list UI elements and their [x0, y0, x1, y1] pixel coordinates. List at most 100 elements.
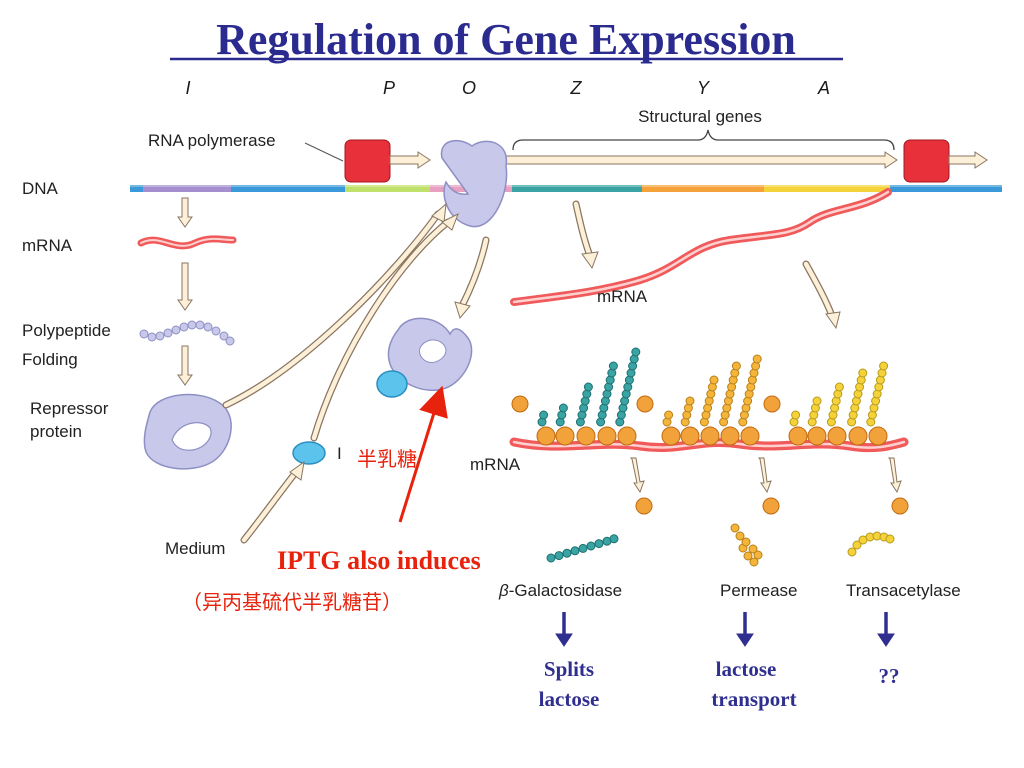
ribosome: [576, 426, 596, 446]
mrna-label-translation: mRNA: [470, 455, 521, 474]
chain-bead: [752, 354, 762, 364]
ribosome: [720, 426, 740, 446]
released-inducer: [376, 370, 408, 398]
gene-letter-z: Z: [570, 78, 583, 98]
ribosome: [827, 426, 847, 446]
transacetylase-bead: [885, 534, 895, 544]
polypeptide-label: Polypeptide: [22, 321, 111, 340]
ribosomes: [511, 395, 888, 446]
iptg-label: IPTG also induces: [277, 546, 481, 575]
arrow-operator-to-released-fill: [459, 237, 489, 309]
galactose-arrow: [398, 385, 448, 523]
free-ribosome-y: [762, 497, 780, 515]
chain-bead: [812, 396, 822, 406]
chain-bead: [558, 403, 568, 413]
ribosome: [661, 426, 681, 446]
mrna-label-left: mRNA: [22, 236, 73, 255]
mrna-strand-structural: [510, 188, 892, 306]
rna-polymerase-block-end: [903, 139, 950, 183]
rna-polymerase-leader: [304, 142, 344, 162]
finished-proteins: [546, 523, 895, 567]
permease-bead: [743, 551, 753, 561]
galactosidase-text: -Galactosidase: [509, 581, 622, 600]
galactosidase-bead: [586, 541, 596, 551]
chain-bead: [608, 361, 618, 371]
arrow-mrna-to-translation-head: [825, 311, 841, 330]
ribosome: [868, 426, 888, 446]
incoming-ribosome: [763, 395, 781, 413]
ribosome: [788, 426, 808, 446]
permease-bead: [749, 557, 759, 567]
ribosome: [555, 426, 575, 446]
mrna-strand-structural-highlight: [512, 190, 890, 304]
transport-label-2: transport: [711, 687, 796, 711]
rna-polymerase-label: RNA polymerase: [148, 131, 276, 150]
repressor-label-2: protein: [30, 422, 82, 441]
structural-genes-label: Structural genes: [638, 107, 762, 126]
gene-letter-p: P: [383, 78, 395, 98]
free-ribosome-a: [891, 497, 909, 515]
arrow-medium-to-inducer-fill: [241, 469, 299, 543]
repressor-on-operator: [440, 139, 508, 228]
chain-bead: [631, 347, 641, 357]
repressor-protein: [143, 393, 232, 470]
release-arrows: [629, 457, 902, 494]
inducer-molecule: [292, 441, 326, 465]
gene-letter-i: I: [185, 78, 190, 98]
beta-symbol: β: [498, 581, 509, 600]
arrow-dna-to-mrna-z-fill: [573, 201, 593, 259]
permease-bead: [753, 550, 763, 560]
chain-bead: [583, 382, 593, 392]
structural-genes-bracket: [512, 129, 895, 151]
iptg-chinese-label: （异丙基硫代半乳糖苷）: [182, 591, 402, 614]
transcription-arrow-structural: [504, 151, 898, 169]
arrow-dna-to-mrna-z-head: [581, 251, 599, 270]
arrow-polypeptide-to-repressor: [177, 345, 193, 386]
incoming-ribosome: [511, 395, 529, 413]
ribosome: [740, 426, 760, 446]
arrow-mrna-to-translation-fill: [803, 261, 835, 319]
folding-label: Folding: [22, 350, 78, 369]
repressor-label-1: Repressor: [30, 399, 109, 418]
ribosome: [807, 426, 827, 446]
chain-bead: [731, 361, 741, 371]
galactosidase-label: β-Galactosidase: [498, 581, 622, 600]
galactose-label: 半乳糖: [357, 448, 417, 471]
incoming-ribosome: [636, 395, 654, 413]
chain-bead: [709, 375, 719, 385]
permease-label: Permease: [720, 581, 797, 600]
arrow-mrna-to-polypeptide: [177, 262, 193, 311]
permease-bead: [748, 544, 758, 554]
galactosidase-bead: [578, 543, 588, 553]
dna-label: DNA: [22, 179, 59, 198]
ribosome: [597, 426, 617, 446]
transcription-arrow-blocked: [389, 151, 431, 169]
ribosome: [680, 426, 700, 446]
inducer-label: I: [337, 444, 342, 463]
arrow-operator-to-released-head: [454, 301, 471, 320]
galactosidase-bead: [562, 548, 572, 558]
page-title: Regulation of Gene Expression: [216, 15, 796, 64]
polypeptide-chain: [139, 320, 235, 346]
dna-strand: [130, 185, 1002, 192]
transacetylase-bead: [847, 547, 857, 557]
arrow-repressor-to-operator-head: [431, 202, 447, 223]
chain-bead: [539, 410, 549, 420]
chain-bead: [879, 361, 889, 371]
gene-letter-y: Y: [697, 78, 711, 98]
released-repressor: [387, 317, 473, 392]
transacetylase-label: Transacetylase: [846, 581, 961, 600]
permease-bead: [735, 531, 745, 541]
free-ribosome-z: [635, 497, 653, 515]
galactosidase-bead: [609, 534, 619, 544]
unknown-function-label: ??: [879, 664, 900, 688]
galactosidase-bead: [594, 539, 604, 549]
chain-bead: [664, 410, 674, 420]
chain-bead: [685, 396, 695, 406]
arrow-dna-to-mrna-i: [177, 197, 193, 228]
ribosome: [848, 426, 868, 446]
ribosome: [536, 426, 556, 446]
chain-bead: [858, 368, 868, 378]
galactosidase-bead: [554, 551, 564, 561]
